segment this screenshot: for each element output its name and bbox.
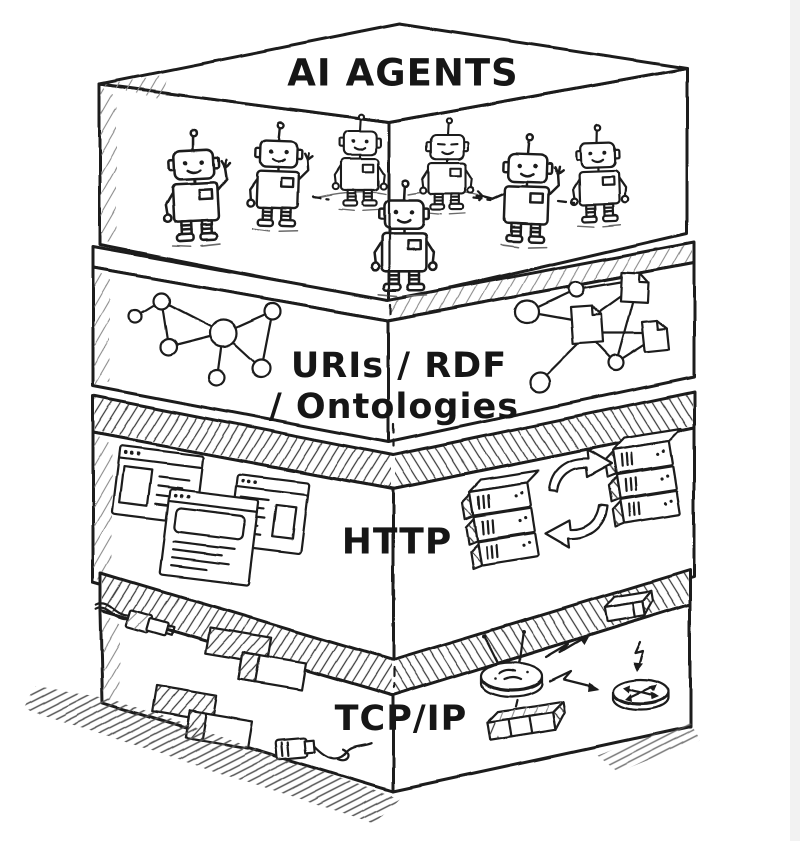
document-icon [619, 270, 650, 304]
robot-icon [245, 120, 314, 232]
layer-label-ai-agents: AI AGENTS [287, 51, 519, 95]
robot-icon [569, 124, 629, 228]
paper-edge [790, 0, 800, 841]
access-point-icon [603, 589, 655, 623]
browser-window-icon [158, 488, 261, 587]
wifi-router-icon [480, 630, 544, 698]
robot-icon [419, 117, 475, 215]
router-icon [612, 677, 670, 711]
layer-box-uris-rdf [91, 240, 696, 444]
corner-dashes [389, 302, 396, 690]
server-stack-icon [461, 469, 540, 570]
lightning-link-icon [544, 634, 590, 659]
robot-icon [370, 178, 438, 297]
lightning-link-icon [548, 669, 600, 691]
robot-chat-dashes [311, 195, 576, 205]
request-response-arrows-icon [543, 448, 613, 549]
robot-icon [162, 128, 232, 248]
layer-label-http: HTTP [341, 521, 453, 563]
layer-label-uris-rdf: URIs / RDF [290, 346, 508, 386]
robot-icon [475, 133, 564, 249]
layer-label-tcp-ip: TCP/IP [334, 699, 468, 739]
server-stack-icon [603, 427, 682, 528]
shadow-hatching [24, 686, 700, 823]
ethernet-plug-icon [275, 736, 373, 761]
data-packets-icon [204, 626, 308, 692]
rdf-node-graph-icon [127, 291, 282, 388]
document-icon [568, 304, 604, 346]
layer-label-ontologies: / Ontologies [268, 387, 520, 427]
ethernet-plug-icon [95, 601, 175, 637]
network-switch-icon [486, 700, 566, 742]
document-icon [640, 319, 671, 353]
rdf-document-graph-icon [514, 270, 671, 394]
robot-icon [332, 113, 388, 211]
lightning-link-icon [633, 640, 645, 671]
